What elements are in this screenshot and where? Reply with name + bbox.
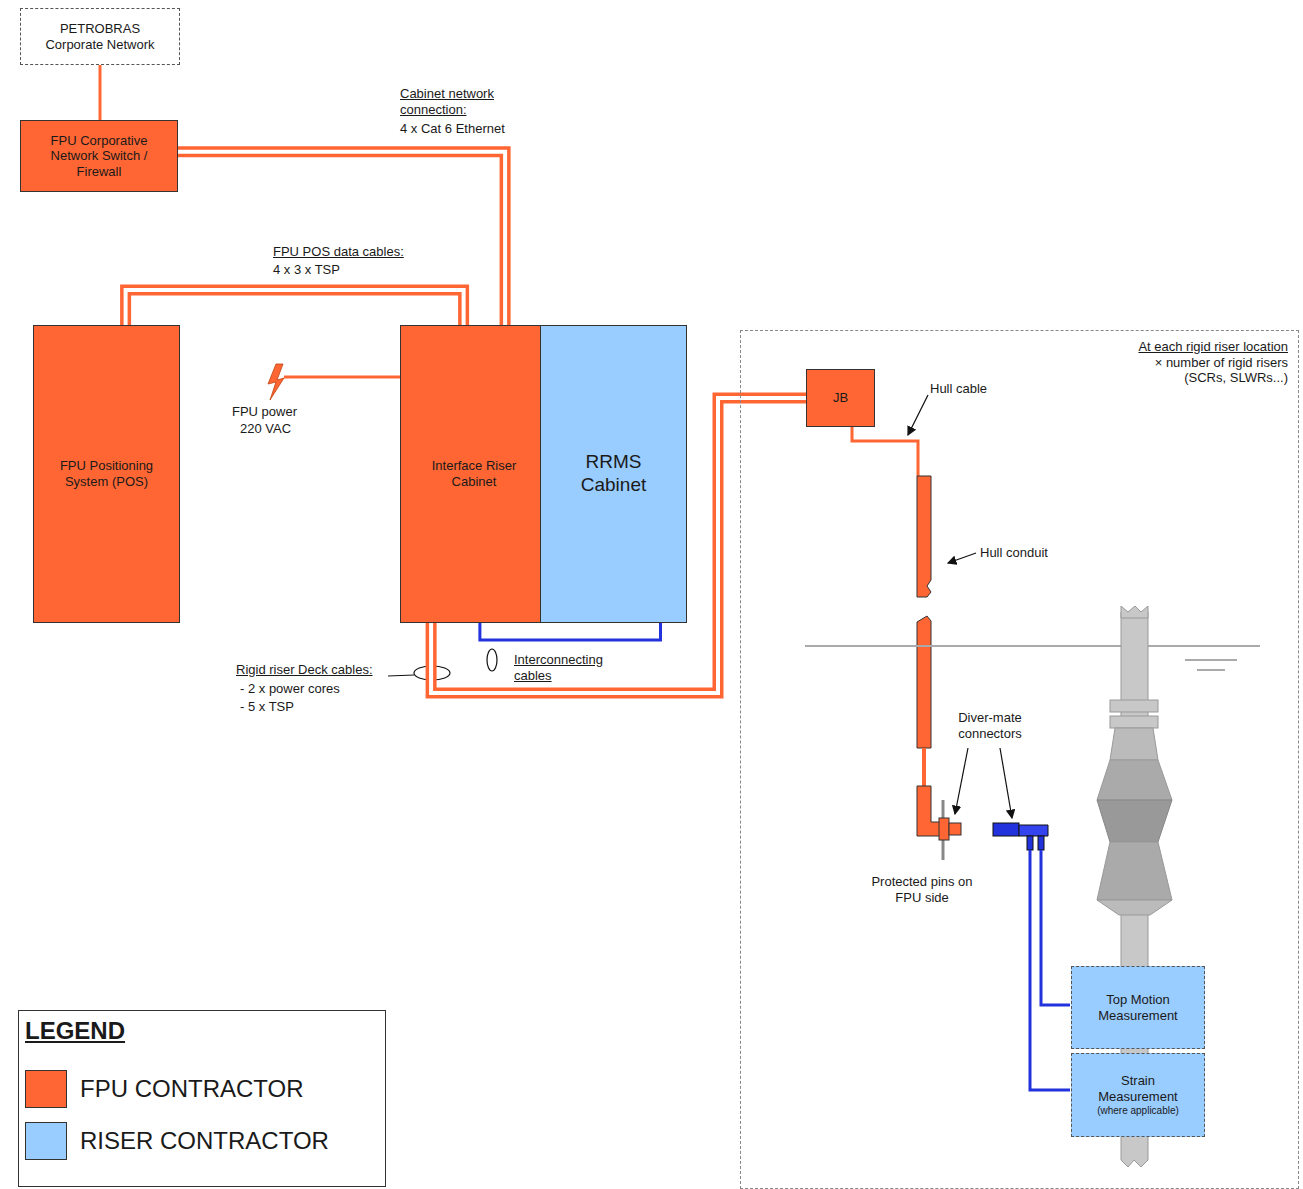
cable-bundle-mark [487, 649, 497, 671]
junction-box: JB [806, 369, 875, 427]
riser-connector [993, 823, 1019, 836]
cable-title: FPU POS data cables: [273, 244, 404, 260]
leader-arrow [908, 395, 928, 435]
hull-conduit [917, 476, 931, 597]
node-title: Top Motion Measurement [1088, 992, 1188, 1023]
cable-connector [178, 152, 505, 325]
legend-text: FPU CONTRACTOR [80, 1075, 304, 1104]
leader-arrow [1000, 748, 1012, 818]
water-symbol [1185, 659, 1237, 661]
leader-line [388, 675, 414, 676]
water-symbol [1197, 669, 1225, 671]
node-title: PETROBRAS Corporate Network [41, 21, 159, 52]
lightning-symbol [268, 364, 284, 400]
power-label: 220 VAC [240, 421, 291, 437]
sensor-cable [1041, 850, 1070, 1005]
node-title: Strain Measurement [1088, 1073, 1188, 1104]
node-title: At each rigid riser location [1113, 339, 1288, 355]
node-title: JB [833, 390, 848, 406]
part-name: Diver-mate connectors [945, 710, 1035, 741]
cable-connector [480, 623, 661, 640]
network-box: PETROBRAS Corporate Network [20, 8, 180, 65]
legend-frame [19, 1011, 386, 1187]
power-line [284, 376, 400, 379]
legend-swatch [25, 1070, 67, 1108]
cable-connector [100, 65, 101, 120]
sensor-box: Top Motion Measurement [1071, 966, 1205, 1049]
node-title: FPU Corporative Network Switch / Firewal… [37, 133, 162, 180]
cabinet-box: RRMS Cabinet [540, 325, 687, 623]
connector-leg [1027, 836, 1033, 850]
fpu-connector [939, 818, 949, 840]
node-title: Interface Riser Cabinet [419, 458, 529, 489]
legend-swatch [25, 1122, 67, 1160]
node-note: × number of rigid risers (SCRs, SLWRs...… [1113, 355, 1288, 386]
part-name: Hull conduit [980, 545, 1048, 561]
power-label: FPU power [232, 404, 297, 420]
protected-pins [949, 823, 961, 835]
cable-spec: 4 x 3 x TSP [273, 262, 340, 278]
cable-title: Cabinet network connection: [400, 86, 520, 117]
hull-cable [922, 748, 926, 788]
cable-title: Interconnecting cables [514, 652, 634, 683]
cable-spec: - 5 x TSP [240, 699, 294, 715]
hull-conduit [917, 616, 931, 748]
node-title: RRMS Cabinet [574, 451, 654, 497]
part-name: Hull cable [930, 381, 987, 397]
cable-spec: 4 x Cat 6 Ethernet [400, 121, 505, 137]
sensor-box: Strain Measurement(where applicable) [1071, 1053, 1205, 1137]
connector-leg [1038, 836, 1044, 850]
node-note: (where applicable) [1097, 1105, 1179, 1117]
system-box: FPU Positioning System (POS) [33, 325, 180, 623]
location-region: At each rigid riser location× number of … [740, 330, 1299, 1189]
legend-text: RISER CONTRACTOR [80, 1127, 329, 1156]
switch-box: FPU Corporative Network Switch / Firewal… [20, 120, 178, 192]
node-title: FPU Positioning System (POS) [57, 458, 157, 489]
cable-spec: - 2 x power cores [240, 681, 340, 697]
cable-connector [126, 290, 464, 325]
sensor-cable [1030, 850, 1070, 1090]
water-line [805, 645, 1260, 647]
riser-connector [1019, 825, 1048, 836]
part-name: Protected pins on FPU side [866, 874, 978, 905]
leader-arrow [948, 553, 976, 563]
leader-arrow [955, 748, 968, 814]
legend-title: LEGEND [25, 1017, 125, 1046]
cabinet-box: Interface Riser Cabinet [400, 325, 548, 623]
cable-title: Rigid riser Deck cables: [236, 662, 373, 678]
